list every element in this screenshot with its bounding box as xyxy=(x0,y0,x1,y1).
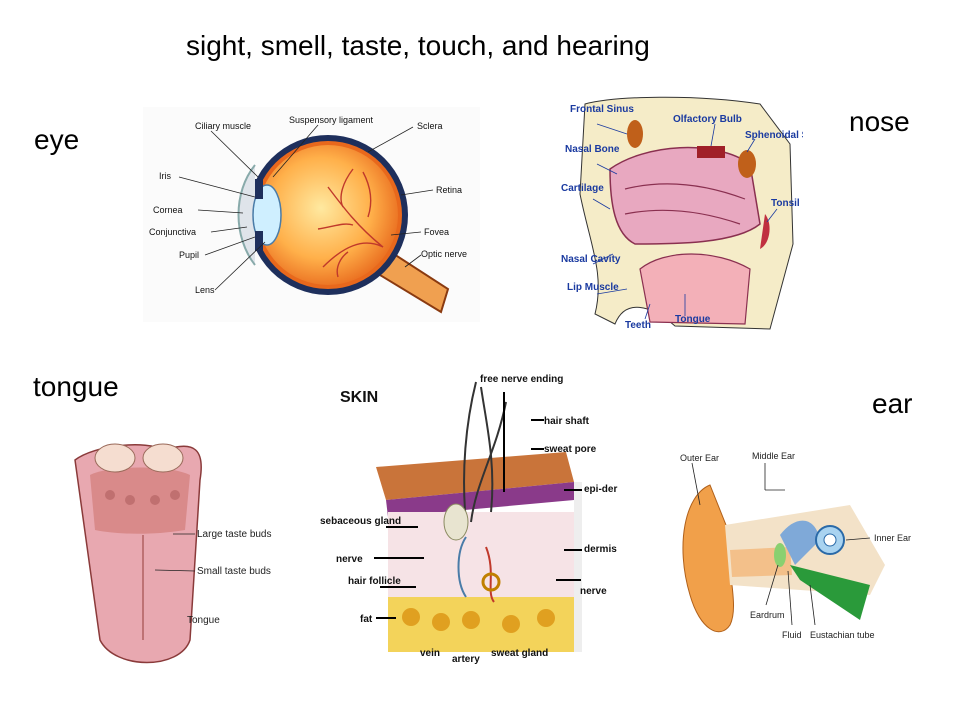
label-tongue: tongue xyxy=(33,371,119,402)
nose-label-tongue: Tongue xyxy=(675,314,711,325)
skin-label-epidermis: epi-dermis xyxy=(584,484,618,495)
skin-label-fat: fat xyxy=(360,614,373,625)
skin-label-sweat-gland: sweat gland xyxy=(491,648,548,659)
eye-label-cornea: Cornea xyxy=(153,205,183,215)
label-nose: nose xyxy=(849,106,910,137)
nose-label-frontal-sinus: Frontal Sinus xyxy=(570,104,634,115)
skin-title: SKIN xyxy=(340,389,378,406)
eye-label-suspensory-ligament: Suspensory ligament xyxy=(289,115,374,125)
slide-title: sight, smell, taste, touch, and hearing xyxy=(186,30,650,61)
skin-label-sweat-pore: sweat pore xyxy=(544,444,597,455)
ear-diagram: Outer Ear Middle Ear Inner Ear Eardrum F… xyxy=(670,445,930,660)
nose-label-nasal-cavity: Nasal Cavity xyxy=(561,254,621,265)
eye-label-sclera: Sclera xyxy=(417,121,443,131)
skin-label-sebaceous-gland: sebaceous gland xyxy=(320,516,401,527)
nose-label-sphenoidal-sinus: Sphenoidal Sinus xyxy=(745,130,803,141)
skin-label-hair-shaft: hair shaft xyxy=(544,416,590,427)
eye-label-optic-nerve: Optic nerve xyxy=(421,249,467,259)
nose-label-lip-muscle: Lip Muscle xyxy=(567,282,619,293)
nose-label-teeth: Teeth xyxy=(625,320,651,331)
nose-diagram: Frontal Sinus Olfactory Bulb Sphenoidal … xyxy=(555,94,803,334)
label-ear: ear xyxy=(872,388,913,419)
ear-label-fluid: Fluid xyxy=(782,630,802,640)
eye-label-pupil: Pupil xyxy=(179,250,199,260)
skin-label-vein: vein xyxy=(420,648,440,659)
eye-label-lens: Lens xyxy=(195,285,215,295)
nose-label-cartilage: Cartilage xyxy=(561,183,604,194)
eye-label-retina: Retina xyxy=(436,185,462,195)
label-eye: eye xyxy=(34,124,80,155)
eye-label-ciliary-muscle: Ciliary muscle xyxy=(195,121,251,131)
ear-label-inner-ear: Inner Ear xyxy=(874,533,911,543)
tongue-diagram: Large taste buds Small taste buds Tongue xyxy=(55,440,285,672)
ear-label-middle-ear: Middle Ear xyxy=(752,451,795,461)
nose-label-olfactory-bulb: Olfactory Bulb xyxy=(673,114,742,125)
skin-label-artery: artery xyxy=(452,654,480,664)
eye-label-iris: Iris xyxy=(159,171,171,181)
skin-label-nerve-left: nerve xyxy=(336,554,363,565)
skin-label-hair-follicle: hair follicle xyxy=(348,576,401,587)
eye-label-conjunctiva: Conjunctiva xyxy=(149,227,196,237)
skin-label-nerve-right: nerve xyxy=(580,586,607,597)
ear-label-outer-ear: Outer Ear xyxy=(680,453,719,463)
tongue-label-small-taste-buds: Small taste buds xyxy=(197,566,271,577)
ear-label-eustachian-tube: Eustachian tube xyxy=(810,630,875,640)
nose-label-tonsil: Tonsil xyxy=(771,198,800,209)
skin-label-dermis: dermis xyxy=(584,544,617,555)
tongue-label-large-taste-buds: Large taste buds xyxy=(197,529,272,540)
eye-label-fovea: Fovea xyxy=(424,227,449,237)
skin-diagram: SKIN free nerve ending hair shaft sweat … xyxy=(316,372,618,664)
eye-diagram: Ciliary muscle Suspensory ligament Scler… xyxy=(143,107,480,322)
nose-label-nasal-bone: Nasal Bone xyxy=(565,144,620,155)
skin-label-free-nerve-ending: free nerve ending xyxy=(480,374,563,385)
ear-label-eardrum: Eardrum xyxy=(750,610,785,620)
tongue-label-tongue: Tongue xyxy=(187,615,220,626)
